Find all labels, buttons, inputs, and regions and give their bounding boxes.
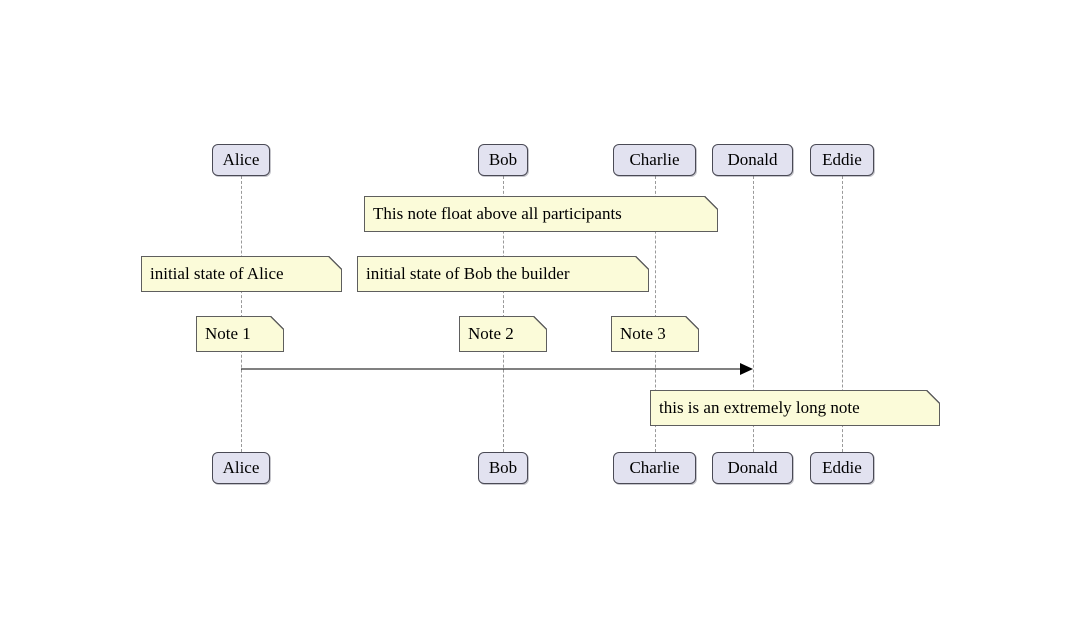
participant-donald-top[interactable]: Donald	[712, 144, 793, 176]
note-background	[364, 196, 718, 232]
note-2[interactable]: Note 2	[459, 316, 547, 352]
participant-bob-bottom[interactable]: Bob	[478, 452, 528, 484]
note-label: initial state of Bob the builder	[366, 264, 570, 283]
lifeline-donald	[753, 176, 754, 452]
participant-bob-top[interactable]: Bob	[478, 144, 528, 176]
participant-eddie-top[interactable]: Eddie	[810, 144, 874, 176]
note-background	[141, 256, 342, 292]
message-line	[241, 368, 741, 370]
note-float-above-all-participants[interactable]: This note float above all participants	[364, 196, 718, 232]
note-1[interactable]: Note 1	[196, 316, 284, 352]
note-label: initial state of Alice	[150, 264, 284, 283]
participant-charlie-bottom[interactable]: Charlie	[613, 452, 696, 484]
participant-eddie-bottom[interactable]: Eddie	[810, 452, 874, 484]
note-label: Note 2	[468, 324, 514, 343]
note-extremely-long[interactable]: this is an extremely long note	[650, 390, 940, 426]
lifeline-alice	[241, 176, 242, 452]
note-initial-state-of-bob[interactable]: initial state of Bob the builder	[357, 256, 649, 292]
note-background	[611, 316, 699, 352]
note-label: Note 1	[205, 324, 251, 343]
participant-alice-top[interactable]: Alice	[212, 144, 270, 176]
note-label: this is an extremely long note	[659, 398, 860, 417]
lifeline-eddie	[842, 176, 843, 452]
message-alice-to-donald[interactable]	[241, 359, 753, 379]
note-background	[196, 316, 284, 352]
lifeline-bob	[503, 176, 504, 452]
lifeline-charlie	[655, 176, 656, 452]
participant-charlie-top[interactable]: Charlie	[613, 144, 696, 176]
note-background	[459, 316, 547, 352]
participant-alice-bottom[interactable]: Alice	[212, 452, 270, 484]
note-3[interactable]: Note 3	[611, 316, 699, 352]
note-label: This note float above all participants	[373, 204, 622, 223]
participant-donald-bottom[interactable]: Donald	[712, 452, 793, 484]
note-background	[650, 390, 940, 426]
message-arrowhead-icon	[740, 363, 753, 375]
note-background	[357, 256, 649, 292]
note-initial-state-of-alice[interactable]: initial state of Alice	[141, 256, 342, 292]
note-label: Note 3	[620, 324, 666, 343]
